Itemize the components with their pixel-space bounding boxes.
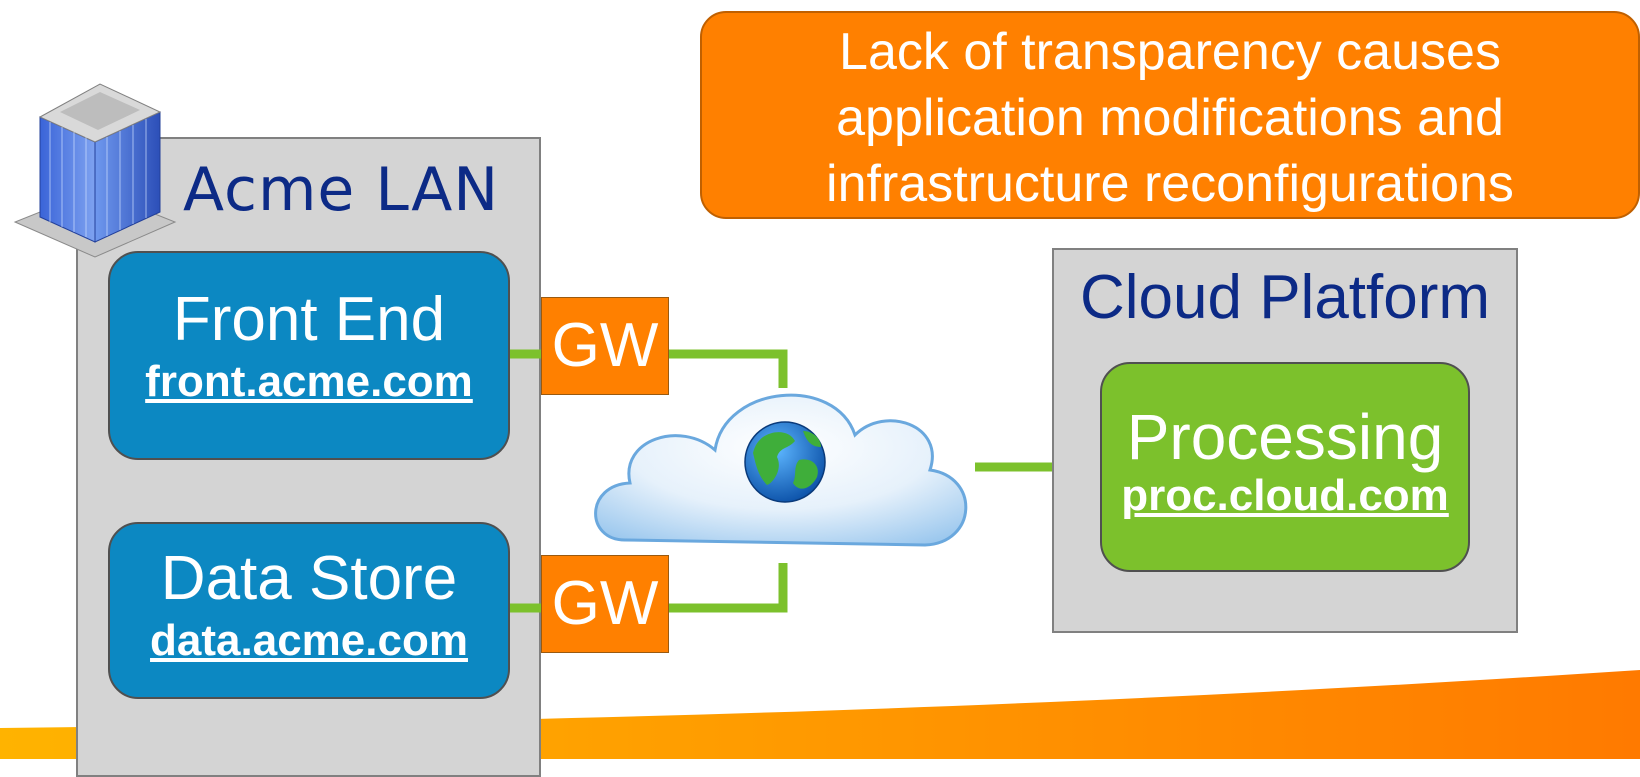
link-gw2-cloud <box>669 563 788 613</box>
cloud-icon <box>594 393 968 547</box>
callout-line: application modifications and <box>836 89 1504 147</box>
processing-label: Processing <box>1126 401 1444 473</box>
data-store-label: Data Store <box>160 544 458 613</box>
gateway-data: GW <box>541 555 669 653</box>
data-store-host[interactable]: data.acme.com <box>150 616 468 665</box>
building-icon <box>13 83 177 258</box>
front-end-box: Front End front.acme.com <box>108 251 510 460</box>
gateway-front: GW <box>541 297 669 395</box>
processing-host[interactable]: proc.cloud.com <box>1121 471 1449 520</box>
callout-line: infrastructure reconfigurations <box>826 155 1514 213</box>
data-store-box: Data Store data.acme.com <box>108 522 510 699</box>
callout-box: Lack of transparency causes application … <box>700 11 1640 219</box>
processing-box: Processing proc.cloud.com <box>1100 362 1470 572</box>
globe-icon <box>744 421 826 503</box>
cloud-platform-title: Cloud Platform <box>1079 263 1491 332</box>
callout-line: Lack of transparency causes <box>839 23 1501 81</box>
lan-title: Acme LAN <box>183 155 500 225</box>
front-end-host[interactable]: front.acme.com <box>145 357 473 406</box>
link-gw1-cloud <box>669 349 788 388</box>
front-end-label: Front End <box>172 285 446 354</box>
